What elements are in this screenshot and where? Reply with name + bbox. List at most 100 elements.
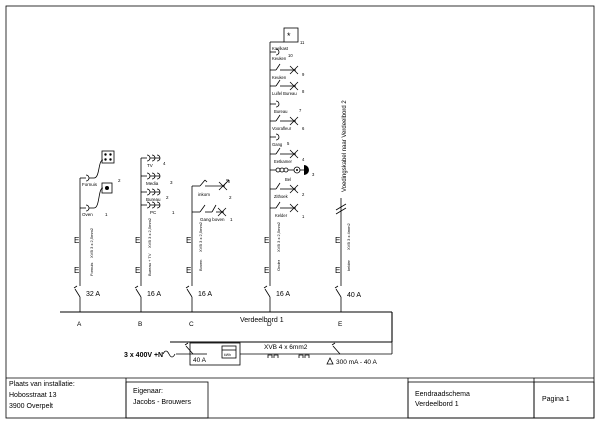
group-d-num-9: 9 [302, 72, 305, 77]
circuit-group-b: 16 A B E E XVB 3 x 2,5mm2 Bureau + TV TV… [134, 154, 175, 328]
earth-symbol-d-icon-2: E [264, 266, 269, 275]
appliance-oven-icon [101, 182, 113, 194]
group-a-num-2: 2 [118, 178, 121, 183]
group-e-letter: E [338, 321, 343, 328]
group-d-label-9: Bel [285, 177, 291, 182]
group-e-dest: kelder [346, 259, 351, 271]
group-d-letter: D [267, 321, 272, 328]
main-switch-icon [185, 345, 194, 355]
group-d-label-8: Eetkamer [274, 159, 293, 164]
group-d-num-6: 6 [302, 126, 305, 131]
breaker-e-icon [335, 288, 342, 298]
group-a-num-1: 1 [105, 212, 108, 217]
group-b-dest: Bureau + TV [147, 253, 152, 276]
title-block-grid [6, 377, 595, 419]
group-d-num-11: 11 [300, 40, 305, 45]
earth-symbol-a-icon: E [74, 236, 79, 245]
group-b-rating: 16 A [147, 291, 161, 298]
switch-keuken-icon [270, 63, 299, 75]
group-d-num-8: 8 [302, 89, 305, 94]
earth-symbol-b-icon: E [135, 236, 140, 245]
lamp-inkom-icon [218, 179, 230, 191]
group-b-label-3: Bureau [146, 197, 161, 202]
group-e-feed: Voedingskabel naar Verdeelbord 2 [342, 100, 348, 192]
circuit-group-d: 16 A D E E XVB 3 x 2,5mm2 Onder * Koelka… [263, 27, 315, 328]
switch-gang-boven-icon [192, 204, 227, 217]
circuit-group-c: 16 A C E E XVB 3 x 2,5mm2 Boven inkom 2 … [185, 179, 233, 328]
socket-oven-icon [85, 204, 90, 212]
group-c-label-2: Gang boven [200, 217, 225, 222]
earth-terminal-icon [267, 354, 279, 358]
doc-subject: Verdeelbord 1 [415, 401, 459, 408]
group-b-num-4: 4 [163, 161, 166, 166]
circuit-group-a: 32 A A E E XVB 3 x 2,5mm2 Fornuis Oven 1… [73, 150, 121, 328]
group-d-label-4: Luifel Bureau [272, 91, 297, 96]
breaker-a-icon [74, 288, 81, 298]
group-c-label-1: inkom [198, 192, 210, 197]
socket-media-icon [141, 172, 161, 180]
group-a-label-1: Fornuis [82, 182, 98, 187]
switch-luifel-icon [270, 79, 299, 91]
earth-symbol-e-icon: E [335, 236, 340, 245]
group-c-num-2: 2 [229, 195, 232, 200]
group-d-num-5: 5 [287, 141, 290, 146]
socket-keuken-icon [275, 48, 280, 56]
group-d-num-2: 2 [302, 192, 305, 197]
group-d-label-5: Bureau [274, 109, 288, 114]
group-a-rating: 32 A [86, 291, 100, 298]
owner-heading: Eigenaar: [133, 388, 163, 395]
group-d-cable: XVB 3 x 2,5mm2 [276, 221, 281, 252]
group-d-label-7: Gang [272, 142, 283, 147]
group-d-label-11: Kelder [275, 213, 288, 218]
group-a-cable: XVB 3 x 2,5mm2 [89, 227, 94, 258]
switch-eetkamer-icon [270, 147, 299, 159]
kwh-meter-icon [221, 345, 237, 359]
group-c-letter: C [189, 321, 194, 328]
doc-type: Eendraadschema [415, 391, 470, 398]
group-d-num-3: 3 [312, 172, 315, 177]
group-d-label-3: Keuken [272, 75, 287, 80]
group-c-num-1: 1 [230, 217, 233, 222]
socket-bureau-icon [141, 188, 161, 196]
circuit-group-e: 40 A E E E XVB 3 x 4mm2 kelder Voedingsk… [334, 100, 361, 328]
board-label: Verdeelbord 1 [240, 317, 284, 324]
group-d-label-1: Koelkast [272, 46, 289, 51]
group-b-num-1: 1 [172, 210, 175, 215]
switch-kelder-icon [270, 201, 299, 213]
switch-inkom-icon [192, 179, 225, 187]
group-d-label-10: Zithoek [274, 194, 289, 199]
group-b-num-3: 3 [170, 180, 173, 185]
breaker-d-icon [264, 288, 271, 298]
page-frame [5, 5, 595, 419]
group-a-dest: Fornuis [89, 263, 94, 276]
earth-terminal-icon-2 [298, 354, 310, 358]
page-number: Pagina 1 [542, 396, 570, 403]
doorbell-icon [270, 165, 309, 175]
rcd-switch-icon [332, 345, 341, 355]
group-d-num-1: 1 [302, 214, 305, 219]
snowflake-icon: * [287, 31, 291, 41]
breaker-b-icon [135, 288, 142, 298]
group-b-letter: B [138, 321, 142, 328]
location-heading: Plaats van installatie: [9, 381, 75, 388]
group-d-dest: Onder [276, 259, 281, 271]
location-city: 3900 Overpelt [9, 403, 53, 410]
supply: 3 x 400V +N 40 A kWh XVB 4 x 6mm2 300 mA… [124, 342, 393, 366]
group-e-cable: XVB 3 x 4mm2 [346, 223, 351, 250]
group-c-cable: XVB 3 x 2,5mm2 [198, 221, 203, 252]
breaker-c-icon [186, 288, 193, 298]
earth-symbol-c-icon: E [186, 236, 191, 245]
group-b-label-2: Media [146, 181, 159, 186]
cable-break-icon [335, 203, 347, 211]
appliance-koelkast-icon [283, 27, 299, 43]
distribution-board: Verdeelbord 1 [60, 311, 393, 343]
group-e-rating: 40 A [347, 292, 361, 299]
group-b-label-4: PC [150, 210, 157, 215]
group-a-label-2: Oven [82, 212, 93, 217]
supply-label: 3 x 400V +N [124, 352, 163, 359]
location-street: Hobosstraat 13 [9, 392, 57, 399]
earth-symbol-e-icon-2: E [335, 266, 340, 275]
earth-symbol-c-icon-2: E [186, 266, 191, 275]
earth-symbol-d-icon: E [264, 236, 269, 245]
socket-pc-icon [141, 201, 161, 209]
